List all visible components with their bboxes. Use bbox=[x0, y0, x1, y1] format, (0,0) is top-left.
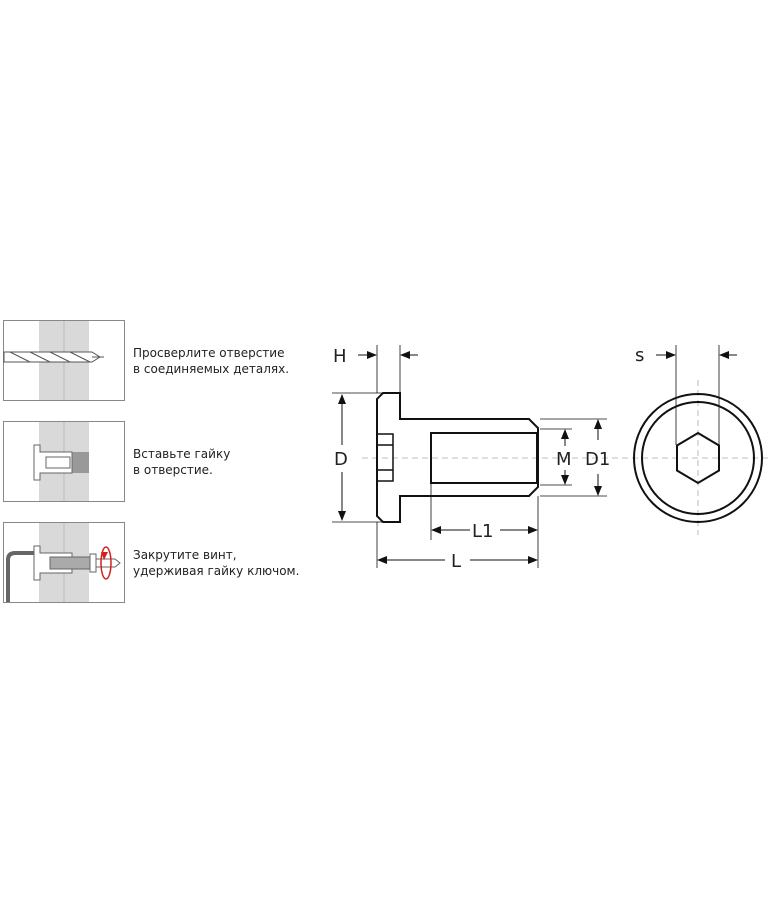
dim-label-d1: D1 bbox=[585, 449, 610, 470]
hex-socket-icon bbox=[676, 431, 720, 485]
step-1-line-1: Просверлите отверстие bbox=[133, 346, 285, 360]
step-2-illustration bbox=[3, 421, 125, 502]
step-1-illustration bbox=[3, 320, 125, 401]
dim-label-h: H bbox=[333, 346, 347, 367]
dim-label-l1: L1 bbox=[472, 521, 493, 542]
step-1-text: Просверлите отверстие в соединяемых дета… bbox=[133, 345, 289, 377]
step-1-line-2: в соединяемых деталях. bbox=[133, 362, 290, 376]
step-3-line-1: Закрутите винт, bbox=[133, 548, 237, 562]
dim-label-s: s bbox=[635, 345, 644, 366]
step-3-text: Закрутите винт, удерживая гайку ключом. bbox=[133, 547, 299, 579]
dim-label-l: L bbox=[451, 551, 461, 572]
step-3-line-2: удерживая гайку ключом. bbox=[133, 564, 300, 578]
step-3-illustration bbox=[3, 522, 125, 603]
step-2-line-2: в отверстие. bbox=[133, 463, 213, 477]
step-2-line-1: Вставьте гайку bbox=[133, 447, 231, 461]
dim-label-m: M bbox=[556, 449, 572, 470]
front-view-drawing bbox=[633, 345, 763, 535]
rotation-arrow-icon bbox=[100, 546, 112, 580]
dim-label-d: D bbox=[334, 449, 348, 470]
side-view-drawing bbox=[332, 345, 770, 568]
step-2-text: Вставьте гайку в отверстие. bbox=[133, 446, 230, 478]
